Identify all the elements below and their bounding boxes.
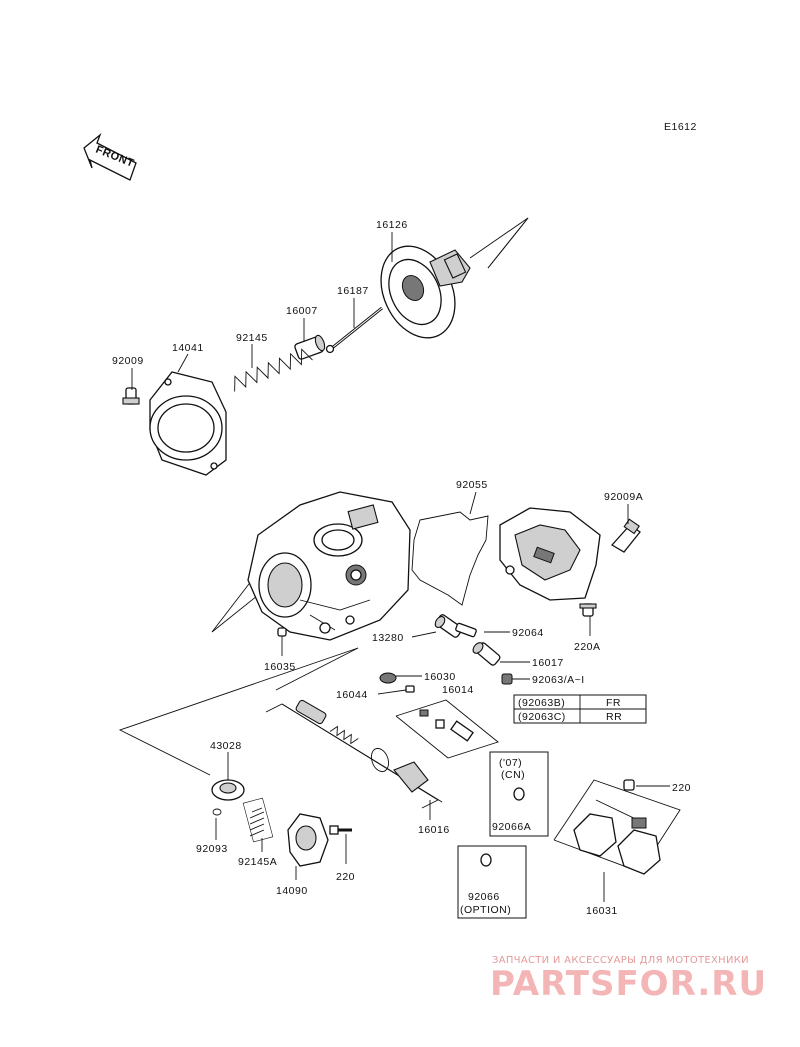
jet-part-92064 bbox=[455, 622, 477, 638]
label-92093: 92093 bbox=[196, 843, 228, 855]
part-box-92066A: ('07) (CN) 92066A bbox=[489, 751, 549, 837]
variant-pos-2: RR bbox=[606, 711, 622, 723]
main-jet-16017-part bbox=[472, 642, 501, 666]
watermark-brand: PARTSFOR.RU bbox=[490, 964, 767, 1004]
box-option-label: (OPTION) bbox=[460, 904, 511, 916]
variant-table: (92063B) FR (92063C) RR bbox=[513, 694, 647, 724]
label-16035: 16035 bbox=[264, 661, 296, 673]
spring-92145A-part bbox=[242, 797, 274, 843]
spring-part bbox=[234, 348, 313, 392]
label-92145: 92145 bbox=[236, 332, 268, 344]
float-16031-part bbox=[553, 779, 681, 875]
label-16044: 16044 bbox=[336, 689, 368, 701]
variant-code-1: (92063B) bbox=[518, 697, 565, 709]
screw-220-lower-part bbox=[329, 825, 352, 835]
label-43028: 43028 bbox=[210, 740, 242, 752]
label-92009A: 92009A bbox=[604, 491, 643, 503]
part-16044 bbox=[405, 685, 415, 693]
pilot-screw-group-frame bbox=[395, 699, 499, 759]
label-16007: 16007 bbox=[286, 305, 318, 317]
carburetor-body-part bbox=[211, 491, 411, 641]
label-92145A: 92145A bbox=[238, 856, 277, 868]
label-92066A: 92066A bbox=[492, 821, 531, 833]
cover-14090-part bbox=[287, 813, 329, 867]
watermark-tagline: ЗАПЧАСТИ И АКСЕССУАРЫ ДЛЯ МОТОТЕХНИКИ bbox=[492, 955, 749, 966]
diagram-code: E1612 bbox=[664, 121, 697, 133]
label-220A: 220A bbox=[574, 641, 601, 653]
screw-part bbox=[122, 387, 140, 405]
top-cover-part bbox=[149, 371, 227, 476]
part-16030 bbox=[379, 672, 397, 684]
plug-16035-part bbox=[277, 627, 287, 637]
o-ring-92093-part bbox=[212, 808, 222, 816]
box-cn-line1: ('07) bbox=[499, 757, 522, 769]
label-92063: 92063/A~I bbox=[532, 674, 585, 686]
label-14090: 14090 bbox=[276, 885, 308, 897]
bowl-screw-part bbox=[610, 518, 641, 553]
label-92055: 92055 bbox=[456, 479, 488, 491]
part-box-92066: 92066 (OPTION) bbox=[457, 845, 527, 919]
label-220-lower: 220 bbox=[336, 871, 355, 883]
float-parts-group-frame bbox=[265, 699, 443, 809]
label-16016: 16016 bbox=[418, 824, 450, 836]
label-16030: 16030 bbox=[424, 671, 456, 683]
screw-220-right-part bbox=[623, 779, 635, 791]
label-92064: 92064 bbox=[512, 627, 544, 639]
needle-jet-part bbox=[434, 614, 463, 638]
main-jet-92063-part bbox=[501, 673, 513, 685]
jet-needle-part bbox=[325, 306, 383, 354]
box-cn-line2: (CN) bbox=[501, 769, 525, 781]
needle-holder-part bbox=[294, 334, 326, 360]
leader-frame-lines bbox=[118, 647, 359, 776]
label-16017: 16017 bbox=[532, 657, 564, 669]
front-arrow-icon: FRONT bbox=[83, 132, 137, 181]
part-labels: 16126 16187 16007 92145 14041 92009 9205… bbox=[112, 219, 691, 917]
label-16187: 16187 bbox=[337, 285, 369, 297]
slide-diaphragm-part bbox=[380, 217, 529, 339]
watermark: ЗАПЧАСТИ И АКСЕССУАРЫ ДЛЯ МОТОТЕХНИКИ PA… bbox=[490, 955, 767, 1004]
label-92009: 92009 bbox=[112, 355, 144, 367]
variant-pos-1: FR bbox=[606, 697, 621, 709]
label-16126: 16126 bbox=[376, 219, 408, 231]
label-220-right: 220 bbox=[672, 782, 691, 794]
label-92066: 92066 bbox=[468, 891, 500, 903]
small-screw-220A-part bbox=[579, 603, 597, 617]
float-bowl-part bbox=[499, 507, 601, 601]
label-16014: 16014 bbox=[442, 684, 474, 696]
diaphragm-43028-part bbox=[211, 779, 245, 801]
label-14041: 14041 bbox=[172, 342, 204, 354]
variant-code-2: (92063C) bbox=[518, 711, 566, 723]
leader-lines bbox=[131, 232, 670, 902]
float-bowl-gasket-part bbox=[411, 511, 489, 606]
label-13280: 13280 bbox=[372, 632, 404, 644]
label-16031: 16031 bbox=[586, 905, 618, 917]
